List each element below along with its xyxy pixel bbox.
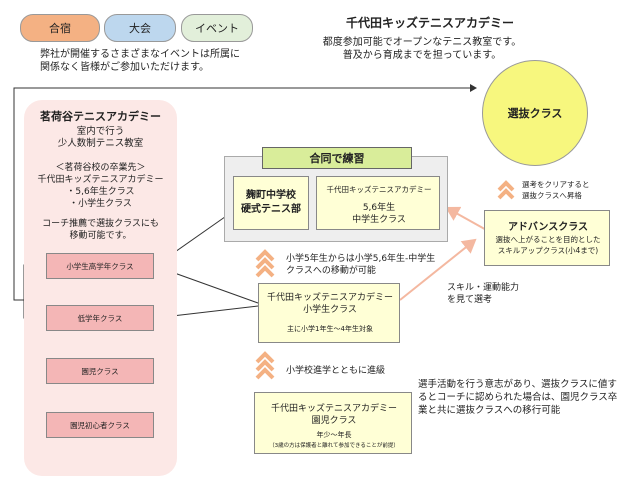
class-kinder: 園児クラス [46,358,154,384]
chevron-up-icon [255,351,275,380]
header-description: 都度参加可能でオープンなテニス教室です。 普及から育成までを担っています。 [322,37,522,61]
advance-class-box: アドバンスクラス 選抜へ上がることを目的とした スキルアップクラス(小4まで) [484,210,610,266]
selection-class-circle: 選抜クラス [482,60,588,166]
kinder-class-box: 千代田キッズテニスアカデミー 園児クラス 年少～年長 （3歳の方は保護者と離れて… [254,392,412,454]
chevron-up-icon [497,180,515,200]
class-kinder-beginner: 園児初心者クラス [46,412,154,438]
myogadani-graduates: ＜茗荷谷校の卒業先＞ 千代田キッズテニスアカデミー ・5,6年生クラス ・小学生… [37,163,164,210]
class-upper-elementary: 小学生高学年クラス [46,253,154,279]
elementary-move-note: 小学5年生からは小学5,6年生-中学生 クラスへの移動が可能 [286,254,436,276]
joint-practice-header: 合同で練習 [262,147,412,169]
upper-grade-class-box: 千代田キッズテニスアカデミー 5,6年生 中学生クラス [316,176,440,230]
event-note: 弊社が開催するさまざまなイベントは所属に 関係なく皆様がご参加いただけます。 [40,49,240,73]
page-title: 千代田キッズテニスアカデミー [346,16,515,30]
advance-promotion-note: 選考をクリアすると 選抜クラスへ昇格 [522,180,590,200]
class-lower-elementary: 低学年クラス [46,305,154,331]
tag-event: イベント [181,14,253,42]
skill-selection-note: スキル・運動能力 を見て選考 [447,283,520,305]
myogadani-title: 茗荷谷テニスアカデミー [40,110,161,123]
elementary-class-box: 千代田キッズテニスアカデミー 小学生クラス 主に小学1年生～4年生対象 [258,283,400,343]
kojimachi-junior-high-box: 麹町中学校 硬式テニス部 [233,176,309,230]
kinder-move-note: 小学校進学とともに進級 [286,366,386,376]
chevron-up-icon [255,249,275,278]
myogadani-subtitle: 室内で行う 少人数制テニス教室 [57,126,144,150]
myogadani-recommend: コーチ推薦で選抜クラスにも 移動可能です。 [42,219,159,242]
arrow-advance-to-joint [445,206,491,233]
tag-tournament: 大会 [104,14,176,42]
selection-transfer-note: 選手活動を行う意志があり、選抜クラスに値す るとコーチに認められた場合は、園児ク… [418,379,618,416]
tag-camp: 合宿 [20,14,100,42]
arrow-elementary-to-advance [399,238,477,301]
